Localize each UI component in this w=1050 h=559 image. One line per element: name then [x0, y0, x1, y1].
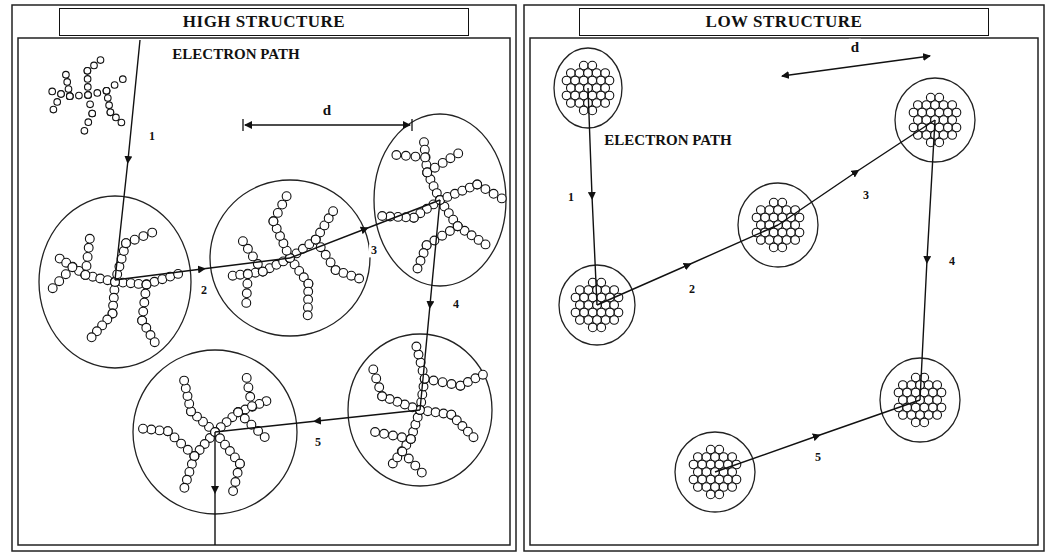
path-label: ELECTRON PATH [170, 46, 301, 63]
panel-inner-frame [18, 38, 510, 545]
callout-number: 5 [813, 451, 823, 464]
callout-number: 2 [687, 283, 697, 296]
callout-number: 2 [199, 284, 209, 297]
callout-number: 3 [369, 244, 379, 257]
electron-path [115, 40, 440, 545]
callout-number: 1 [566, 191, 576, 204]
panel-title: LOW STRUCTURE [706, 12, 863, 32]
callout-number: 4 [947, 255, 957, 268]
distance-tick [242, 119, 243, 131]
carbon-particles [48, 57, 961, 499]
aggregate-circle [39, 114, 506, 514]
distance-arrow [245, 124, 410, 125]
callout-number: 1 [147, 130, 157, 143]
panel-frame [12, 5, 516, 551]
panel-title-box: HIGH STRUCTURE [59, 8, 469, 36]
electron-path [588, 88, 935, 472]
panel-title: HIGH STRUCTURE [183, 12, 345, 32]
callout-number: 4 [451, 298, 461, 311]
callout-number: 3 [861, 189, 871, 202]
panel-title-box: LOW STRUCTURE [579, 8, 989, 36]
distance-tick [411, 119, 412, 131]
distance-arrow [782, 56, 930, 76]
distance-label: d [849, 39, 861, 56]
callout-number: 5 [313, 436, 323, 449]
aggregate-circle [554, 48, 975, 512]
path-label: ELECTRON PATH [602, 132, 733, 149]
panel-inner-frame [530, 38, 1038, 545]
distance-label: d [321, 102, 333, 119]
panel-frame [524, 5, 1044, 551]
